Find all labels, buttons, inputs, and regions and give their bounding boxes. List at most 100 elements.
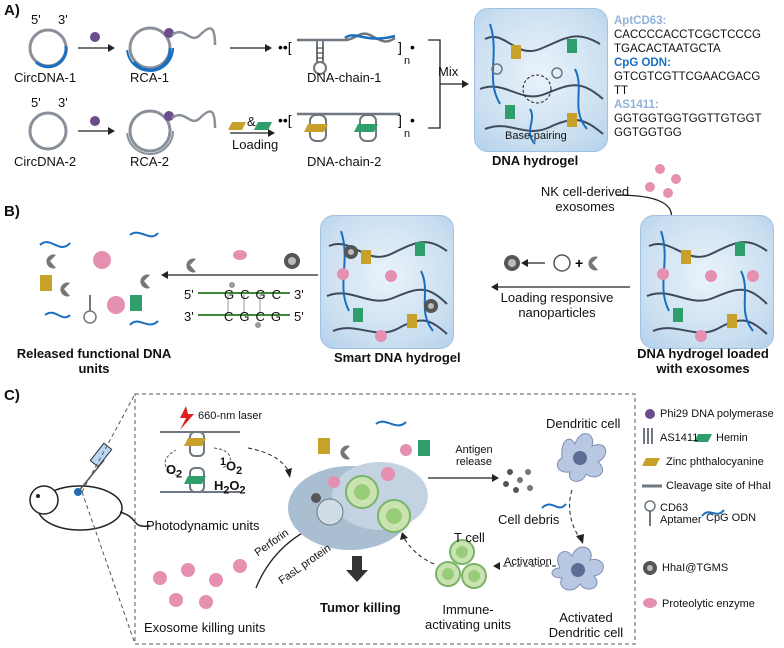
seq-as1411-name: AS1411: — [614, 99, 659, 111]
hemin-icon — [254, 122, 272, 130]
seq-aptcd63: AptCD63: CACCCCACCTCGCTCCCG TGACACTAATGC… — [614, 14, 762, 56]
tumor-killing-label: Tumor killing — [320, 600, 401, 615]
legend-cd63: CD63 Aptamer — [660, 502, 702, 526]
seq-aptcd63-line2: TGACACTAATGCTA — [614, 43, 721, 55]
prime3-label: 3' — [58, 12, 68, 27]
svg-text:]: ] — [398, 112, 402, 128]
dna-top-seq: GCGC — [224, 287, 287, 302]
circdna-1-label: CircDNA-1 — [14, 70, 77, 85]
activated-dendritic-cell-icon — [551, 546, 604, 591]
prime5-label: 5' — [31, 12, 41, 27]
rca-1-label: RCA-1 — [130, 70, 170, 85]
legend-cleavage: Cleavage site of HhaI — [666, 480, 772, 492]
h2o2-o: O — [229, 478, 240, 493]
tumor-cluster-icon — [288, 462, 428, 550]
seq-cpg-name: CpG ODN: — [614, 57, 671, 69]
laser-label: 660-nm laser — [198, 410, 263, 422]
svg-text:•: • — [410, 39, 415, 55]
legend-icons — [642, 409, 725, 608]
legend-enzyme: Proteolytic enzyme — [662, 598, 755, 610]
singlet-sub: 2 — [236, 464, 243, 477]
circdna-2-label: CircDNA-2 — [14, 154, 77, 169]
panel-c-graphics — [29, 393, 725, 645]
svg-text:+: + — [575, 255, 583, 271]
released-units-title: Released functional DNA units — [16, 346, 172, 376]
hydrogel-loaded-box — [640, 215, 774, 349]
svg-text:•: • — [410, 112, 415, 128]
dna-bottom-seq: CGCG — [224, 309, 287, 324]
circdna-2-icon — [28, 111, 68, 151]
svg-text:••[: ••[ — [278, 112, 292, 128]
nanoparticle-equation: + — [504, 254, 598, 272]
released-units-icon — [39, 231, 159, 326]
t-cell-label: T cell — [454, 530, 485, 545]
dna-chain-2-icon: ••[ ] • — [278, 112, 415, 142]
legend-as1411: AS1411 — [660, 432, 699, 444]
dna-chain-2-label: DNA-chain-2 — [307, 154, 382, 169]
activated-dc-label: Activated Dendritic cell — [548, 610, 624, 640]
prime5-label-2: 5' — [31, 95, 41, 110]
legend-hemin: Hemin — [716, 432, 748, 444]
photodynamic-unit-icon — [160, 431, 240, 493]
amp-label: & — [247, 114, 256, 129]
base-pairing-label: Base-pairing — [505, 130, 567, 142]
dna-bottom-p3: 3' — [184, 309, 194, 324]
hydrogel-loaded-title: DNA hydrogel loaded with exosomes — [637, 346, 769, 376]
rca-2-icon — [126, 107, 217, 155]
seq-cpg-line1: GTCGTCGTTCGAACGACG — [614, 71, 761, 83]
dendritic-cell-icon — [556, 433, 607, 482]
h2o2-sub2: 2 — [239, 484, 246, 497]
prime3-label-2: 3' — [58, 95, 68, 110]
cell-debris-icon — [503, 469, 533, 493]
syringe-icon — [77, 442, 113, 493]
seq-as1411-line2: GGTGGTGG — [614, 127, 682, 139]
panel-a-graphics: ••[ ] • ••[ ] • — [28, 24, 469, 155]
rca-1-icon — [126, 24, 217, 72]
dna-chain-1-icon: ••[ ] • — [278, 32, 415, 75]
panel-a-label: A) — [4, 2, 20, 19]
repeat-n-1: n — [404, 55, 411, 67]
dna-hydrogel-title: DNA hydrogel — [492, 153, 579, 168]
panel-b-label: B) — [4, 203, 20, 220]
phi29-polymerase-icon — [90, 32, 100, 42]
svg-text:••[: ••[ — [278, 39, 292, 55]
legend-cpg: CpG ODN — [706, 512, 757, 524]
dna-top-p5: 5' — [184, 287, 194, 302]
seq-cpg-line2: TT — [614, 85, 629, 97]
antigen-release-label: Antigen release — [455, 444, 493, 468]
zinc-phthalocyanine-icon — [228, 122, 246, 130]
dna-chain-1-label: DNA-chain-1 — [307, 70, 382, 85]
exosome-cluster-icon — [645, 164, 681, 198]
dendritic-cell-label: Dendritic cell — [546, 416, 621, 431]
panel-c-label: C) — [4, 387, 20, 404]
photodynamic-label: Photodynamic units — [146, 518, 260, 533]
laser-bolt-icon — [180, 406, 194, 430]
exosome-killing-label: Exosome killing units — [144, 620, 266, 635]
circdna-1-icon — [28, 28, 68, 69]
seq-cpg: CpG ODN: GTCGTCGTTCGAACGACG TT — [614, 56, 762, 98]
seq-aptcd63-name: AptCD63: — [614, 15, 667, 27]
smart-hydrogel-title: Smart DNA hydrogel — [334, 350, 461, 365]
h2o2-h: H — [214, 478, 224, 493]
repeat-n-2: n — [404, 128, 411, 140]
immune-units-label: Immune-activating units — [425, 602, 511, 632]
o2-sub: 2 — [176, 468, 183, 481]
mouse-icon — [29, 485, 151, 531]
proteolytic-enzyme-icon — [233, 250, 247, 260]
panel-b-graphics: + — [39, 164, 681, 328]
o2-label: O2 — [166, 462, 182, 481]
singlet-sup: 1 — [220, 456, 227, 468]
nk-exosomes-label: NK cell-derived exosomes — [530, 184, 640, 214]
dna-bottom-p5: 5' — [294, 309, 304, 324]
h2o2-label: H2O2 — [214, 478, 246, 497]
activation-label: Activation — [504, 556, 552, 568]
cell-debris-label: Cell debris — [498, 512, 560, 527]
loading-np-label: Loading responsive nanoparticles — [500, 290, 614, 320]
dna-top-p3: 3' — [294, 287, 304, 302]
mix-label: Mix — [438, 64, 459, 79]
smart-hydrogel-box — [320, 215, 454, 349]
seq-as1411-line1: GGTGGTGGTGGTTGTGGT — [614, 113, 762, 125]
rca-2-label: RCA-2 — [130, 154, 170, 169]
legend-hhai: HhaI@TGMS — [662, 562, 729, 574]
seq-aptcd63-line1: CACCCCACCTCGCTCCCG — [614, 29, 761, 41]
